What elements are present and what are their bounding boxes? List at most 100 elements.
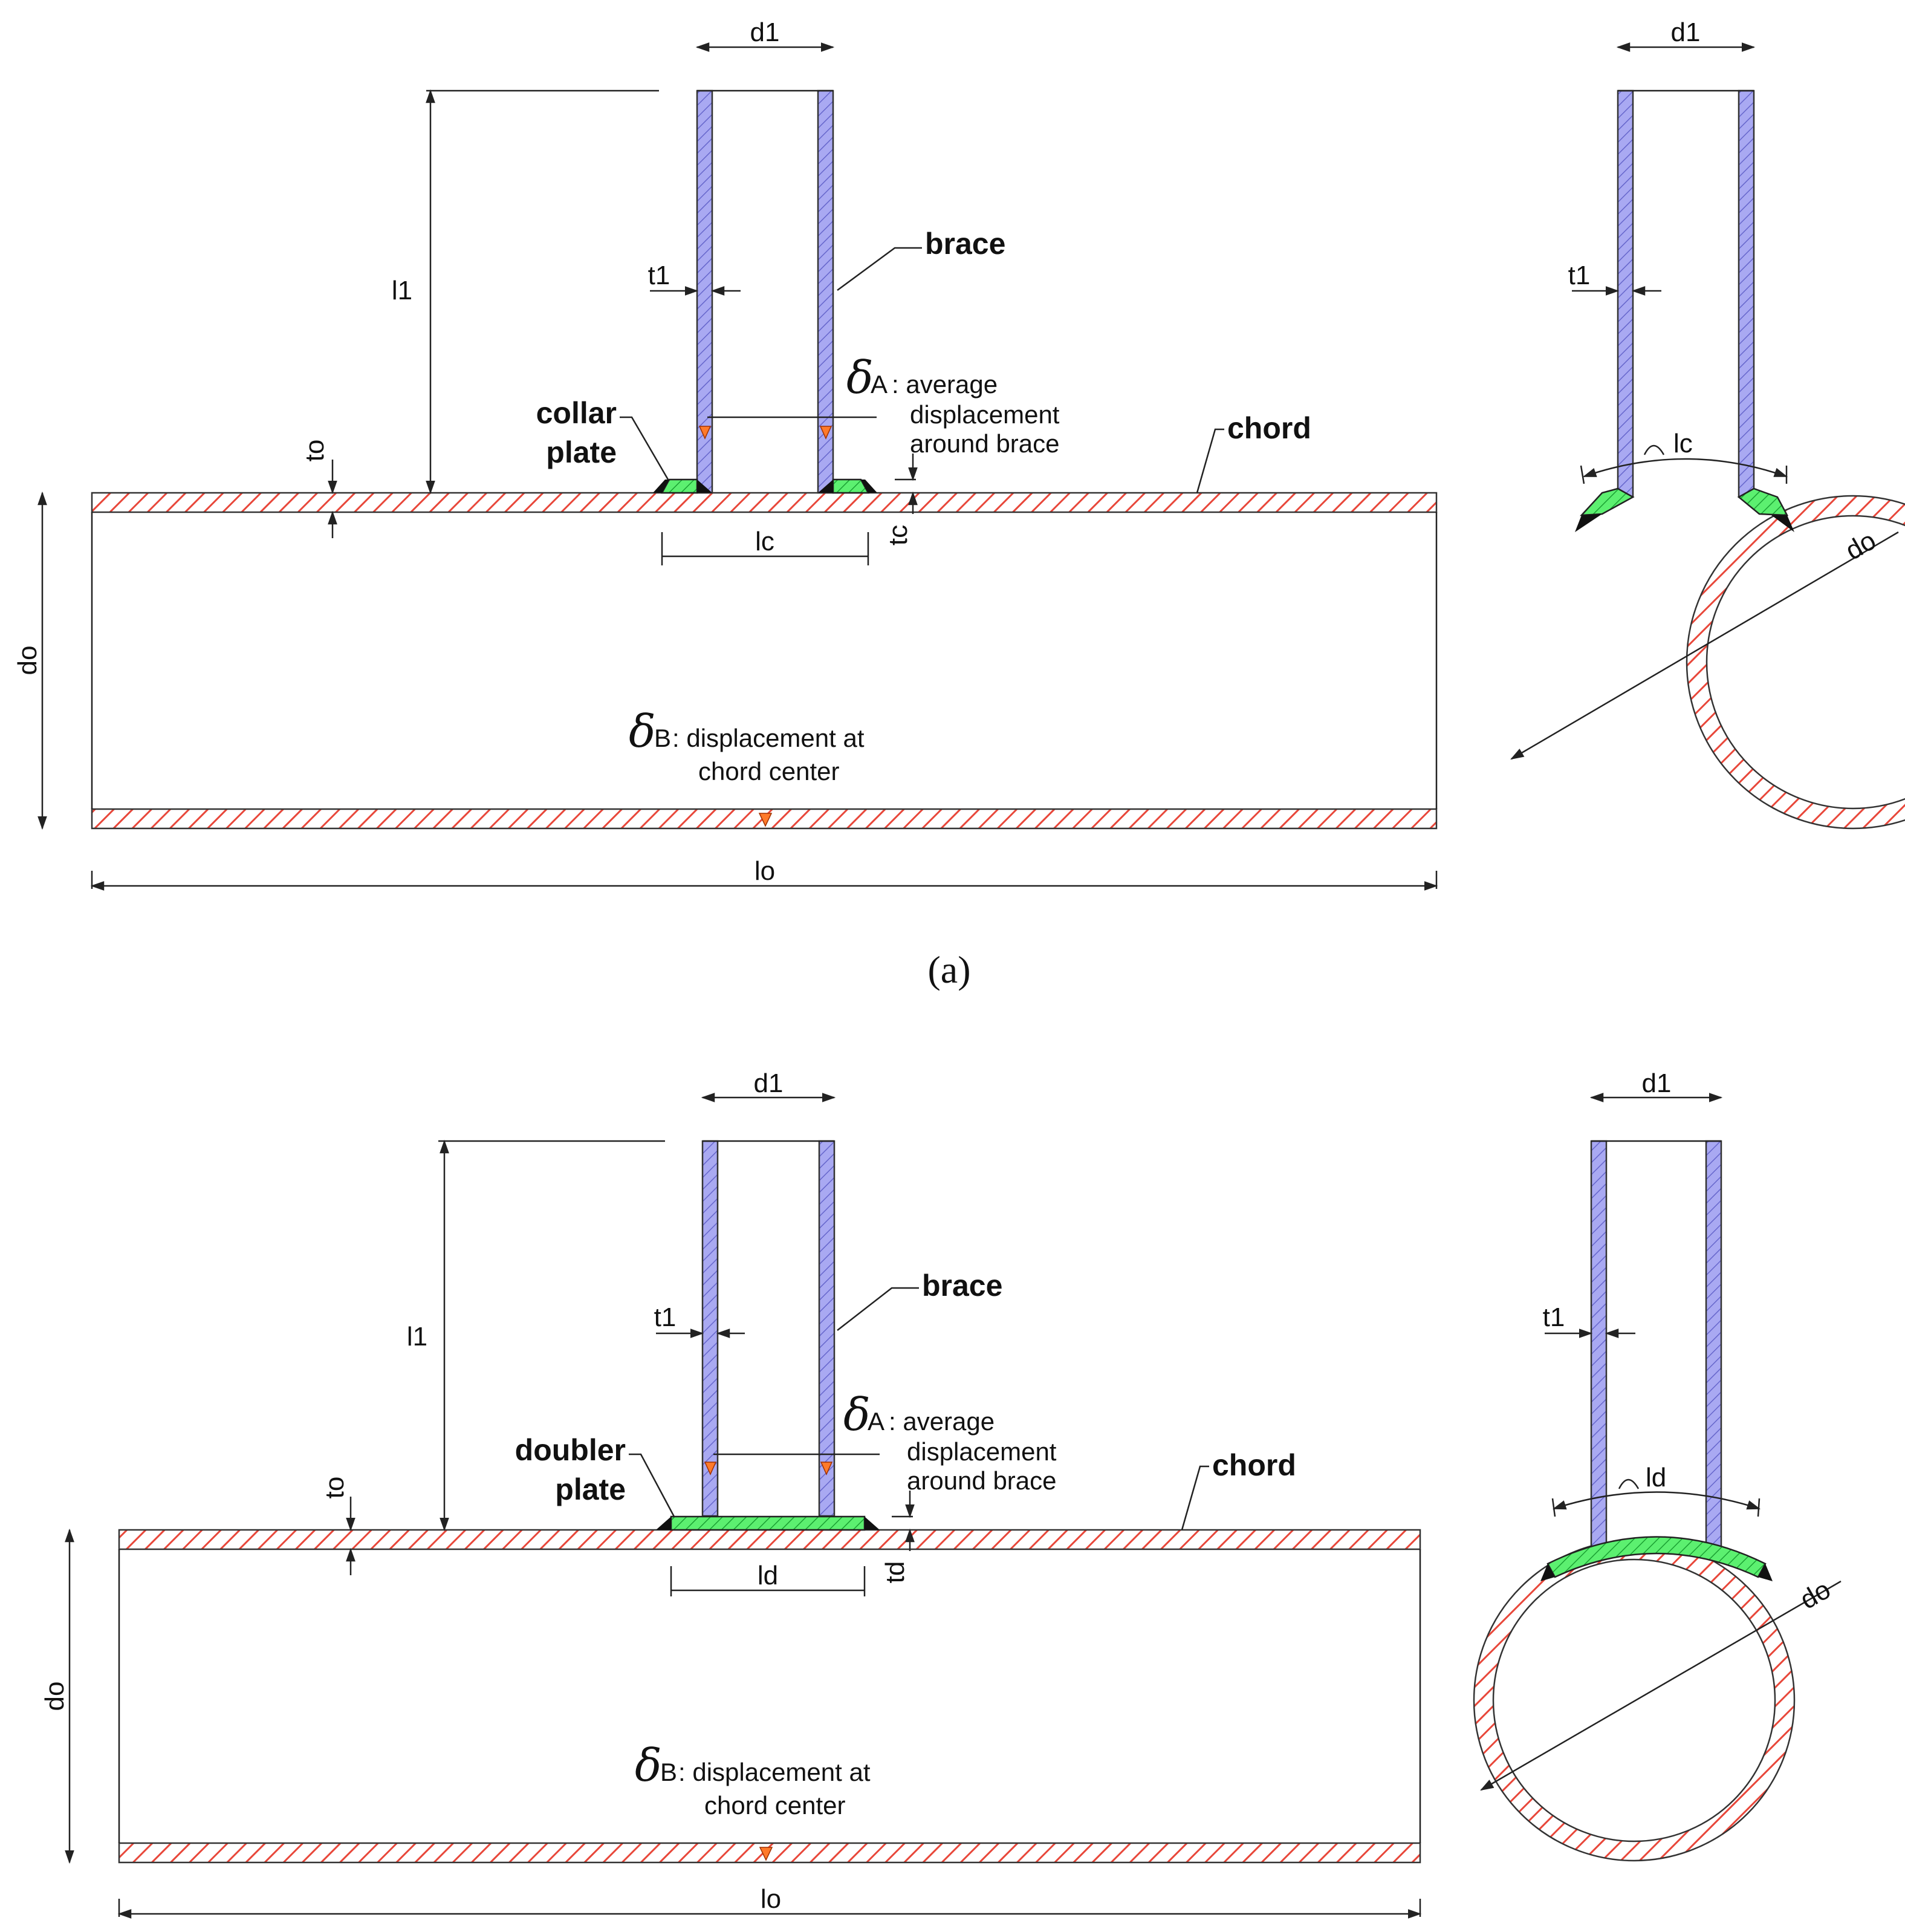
chord-top-wall xyxy=(91,492,1438,513)
dim-d1-label: d1 xyxy=(750,18,780,47)
dim-l1-label-b: l1 xyxy=(407,1322,427,1351)
section-collar-right xyxy=(1737,487,1789,516)
delta-a-desc-line3-b: around brace xyxy=(907,1466,1057,1495)
weld-brace-right xyxy=(818,480,833,493)
delta-b-desc-line1: : displacement at xyxy=(672,724,865,752)
section-weld-left xyxy=(1575,514,1602,532)
delta-b-desc-line2: chord center xyxy=(698,757,839,785)
panel-b: d1 l1 t1 to td ld do lo brace chord doub… xyxy=(40,1068,1842,1919)
delta-a-desc-line2-b: displacement xyxy=(907,1437,1057,1466)
dim-to-label: to xyxy=(300,440,329,462)
section-brace-right-wall xyxy=(1738,89,1755,498)
dim-t1-label-b: t1 xyxy=(654,1303,677,1332)
delta-b-marker-b xyxy=(759,1847,773,1861)
section-view-a: d1 t1 lc do xyxy=(1510,18,1905,830)
dim-td-label: td xyxy=(880,1561,910,1584)
dim-d1-label-b: d1 xyxy=(754,1068,784,1098)
section-weld-right-b xyxy=(1758,1564,1773,1581)
section-collar-left xyxy=(1579,487,1635,516)
dim-lo-label: lo xyxy=(755,856,775,886)
section-dim-do-line xyxy=(1510,531,1899,760)
section-dim-arc-label-b: ld xyxy=(1646,1463,1666,1492)
dim-do-label: do xyxy=(13,646,42,675)
brace-label: brace xyxy=(925,227,1005,261)
delta-a-symbol-b: δ xyxy=(843,1389,871,1441)
dim-do-label-b: do xyxy=(40,1682,70,1711)
section-brace-left-wall xyxy=(1617,89,1634,498)
delta-a-desc-line1-b: : average xyxy=(889,1407,995,1436)
brace-leader-b xyxy=(837,1287,919,1331)
section-weld-right xyxy=(1771,515,1794,532)
dim-l1-label: l1 xyxy=(392,276,412,305)
delta-a-symbol: δ xyxy=(846,352,874,404)
weld-brace-left xyxy=(697,480,712,493)
section-dim-arc-b xyxy=(1552,1491,1761,1510)
section-dim-t1-label: t1 xyxy=(1568,261,1591,290)
brace-left-wall-b xyxy=(701,1140,719,1517)
section-arc-symbol-b xyxy=(1618,1478,1640,1489)
section-dim-arc xyxy=(1582,458,1788,478)
section-dim-arc-ext-right-b xyxy=(1757,1498,1761,1517)
plate-leader-b xyxy=(629,1453,675,1517)
chord-top-wall-b xyxy=(118,1529,1421,1550)
brace-right-wall xyxy=(817,89,834,494)
delta-a-sub: A xyxy=(871,370,888,398)
section-view-b: d1 t1 ld do xyxy=(1473,1068,1842,1862)
chord-label-b: chord xyxy=(1212,1448,1296,1482)
plate-name-line1: collar xyxy=(536,396,617,430)
brace-label-b: brace xyxy=(922,1269,1002,1303)
section-brace-right-wall-b xyxy=(1705,1140,1722,1547)
section-weld-left-b xyxy=(1540,1564,1555,1581)
plate-name-line2: plate xyxy=(546,435,617,469)
panel-a: d1 l1 t1 to tc lc do lo brace c xyxy=(13,18,1905,991)
section-dim-d1-label: d1 xyxy=(1671,18,1701,47)
delta-a-desc-line3: around brace xyxy=(910,429,1060,458)
weld-right xyxy=(861,480,877,493)
section-dim-arc-ext-left-b xyxy=(1551,1498,1556,1517)
delta-a-marker-right xyxy=(819,426,832,440)
chord-leader xyxy=(1196,428,1224,493)
chord-label: chord xyxy=(1227,411,1311,445)
delta-b-desc-line2-b: chord center xyxy=(704,1791,845,1820)
section-dim-do-label-b: do xyxy=(1795,1575,1835,1615)
section-brace-left-wall-b xyxy=(1590,1140,1608,1547)
delta-a-desc-line2: displacement xyxy=(910,400,1060,429)
brace-right-wall-b xyxy=(818,1140,836,1517)
delta-a-marker-left xyxy=(698,426,712,440)
dim-lo-label-b: lo xyxy=(761,1884,781,1914)
section-chord-ring xyxy=(1686,495,1905,830)
section-dim-arc-ext-left xyxy=(1580,465,1585,484)
dim-lc-label: lc xyxy=(755,527,774,556)
delta-a-marker-right-b xyxy=(820,1462,833,1475)
weld-right-b xyxy=(865,1517,880,1530)
plate-name-line1-b: doubler xyxy=(515,1433,626,1467)
delta-b-marker xyxy=(758,813,773,827)
delta-b-symbol: δ xyxy=(629,706,656,758)
chord-leader-b xyxy=(1181,1465,1209,1530)
delta-b-sub-b: B xyxy=(660,1758,677,1786)
dim-ld-label: ld xyxy=(758,1561,778,1590)
section-dim-d1-label-b: d1 xyxy=(1642,1068,1672,1098)
doubler-plate xyxy=(670,1515,866,1531)
delta-b-sub: B xyxy=(654,724,671,752)
weld-left xyxy=(653,480,669,493)
section-dim-do-line-b xyxy=(1480,1580,1842,1791)
delta-b-symbol-b: δ xyxy=(635,1740,662,1792)
dim-t1-label: t1 xyxy=(648,261,670,290)
dim-tc-label: tc xyxy=(883,525,913,545)
delta-a-sub-b: A xyxy=(868,1407,884,1436)
section-arc-symbol xyxy=(1643,444,1665,455)
plate-leader xyxy=(620,416,669,480)
delta-b-desc-line1-b: : displacement at xyxy=(678,1758,871,1786)
dim-to-label-b: to xyxy=(320,1477,349,1499)
weld-left-b xyxy=(656,1517,671,1530)
delta-a-desc-line1: : average xyxy=(892,370,998,398)
section-dim-arc-label: lc xyxy=(1673,429,1693,458)
caption-a: (a) xyxy=(927,948,970,991)
section-dim-do-label: do xyxy=(1840,525,1881,566)
section-dim-t1-label-b: t1 xyxy=(1543,1303,1565,1332)
brace-leader xyxy=(837,247,922,291)
chord-bottom-wall xyxy=(91,808,1438,830)
